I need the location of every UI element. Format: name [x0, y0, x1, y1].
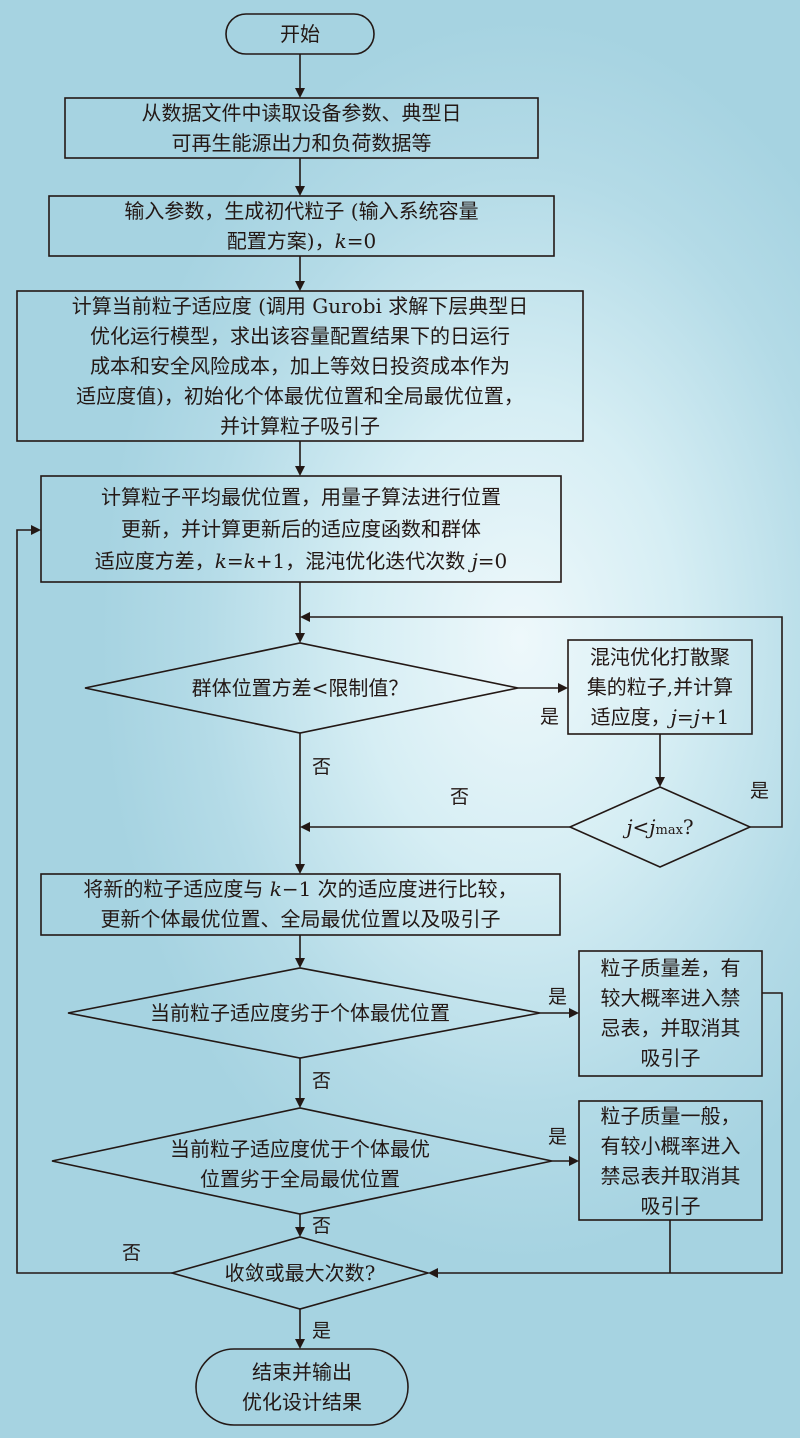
- start-terminal: 开始: [280, 22, 320, 46]
- step3-compute-fitness: 计算当前粒子适应度 (调用 Gurobi 求解下层典型日 优化运行模型，求出该容…: [71, 294, 529, 438]
- decision4-yes-label: 是: [312, 1320, 332, 1342]
- step1-read-data: 从数据文件中读取设备参数、典型日 可再生能源出力和负荷数据等: [141, 101, 462, 155]
- decision1-variance-check: 群体位置方差<限制值？: [191, 676, 409, 700]
- step4-box-shape: [40, 475, 562, 583]
- step2-box-shape: [48, 195, 555, 257]
- decision-j-iterations: j<jmax?: [626, 815, 694, 839]
- decision1-no-label: 否: [312, 756, 332, 778]
- decision3-yes-label: 是: [548, 1126, 568, 1148]
- end-terminal: 结束并输出 优化设计结果: [242, 1360, 362, 1414]
- step5-compare-fitness: 将新的粒子适应度与 k−1 次的适应度进行比较， 更新个体最优位置、全局最优位置…: [83, 877, 518, 931]
- decision2-worse-than-personal-best: 当前粒子适应度劣于个体最优位置: [150, 1001, 450, 1025]
- end-terminal-shape: [195, 1348, 409, 1426]
- decision2-yes-label: 是: [548, 986, 568, 1008]
- decision3-no-label: 否: [312, 1215, 332, 1237]
- box-poor-quality-particle: 粒子质量差，有 较大概率进入禁 忌表，并取消其 吸引子: [600, 956, 741, 1070]
- step4-quantum-update: 计算粒子平均最优位置，用量子算法进行位置 更新，并计算更新后的适应度函数和群体 …: [94, 485, 508, 573]
- decision1-yes-label: 是: [540, 706, 560, 728]
- decision4-no-label: 否: [122, 1242, 142, 1264]
- step2-input-params: 输入参数，生成初代粒子 (输入系统容量 配置方案)，k=0: [124, 199, 479, 253]
- decision-j-yes-label: 是: [750, 780, 770, 802]
- decision3-between-bests: 当前粒子适应度优于个体最优 位置劣于全局最优位置: [170, 1137, 430, 1191]
- step1-box-shape: [64, 97, 539, 159]
- decision4-converged: 收敛或最大次数?: [224, 1261, 376, 1285]
- decision2-no-label: 否: [312, 1070, 332, 1092]
- decision-j-no-label: 否: [450, 786, 470, 808]
- box-average-quality-particle: 粒子质量一般， 有较小概率进入 禁忌表并取消其 吸引子: [600, 1104, 741, 1218]
- box-bad-shape: [578, 950, 763, 1077]
- chaos-optimization-box: 混沌优化打散聚 集的粒子,并计算 适应度，j=j+1: [586, 645, 734, 729]
